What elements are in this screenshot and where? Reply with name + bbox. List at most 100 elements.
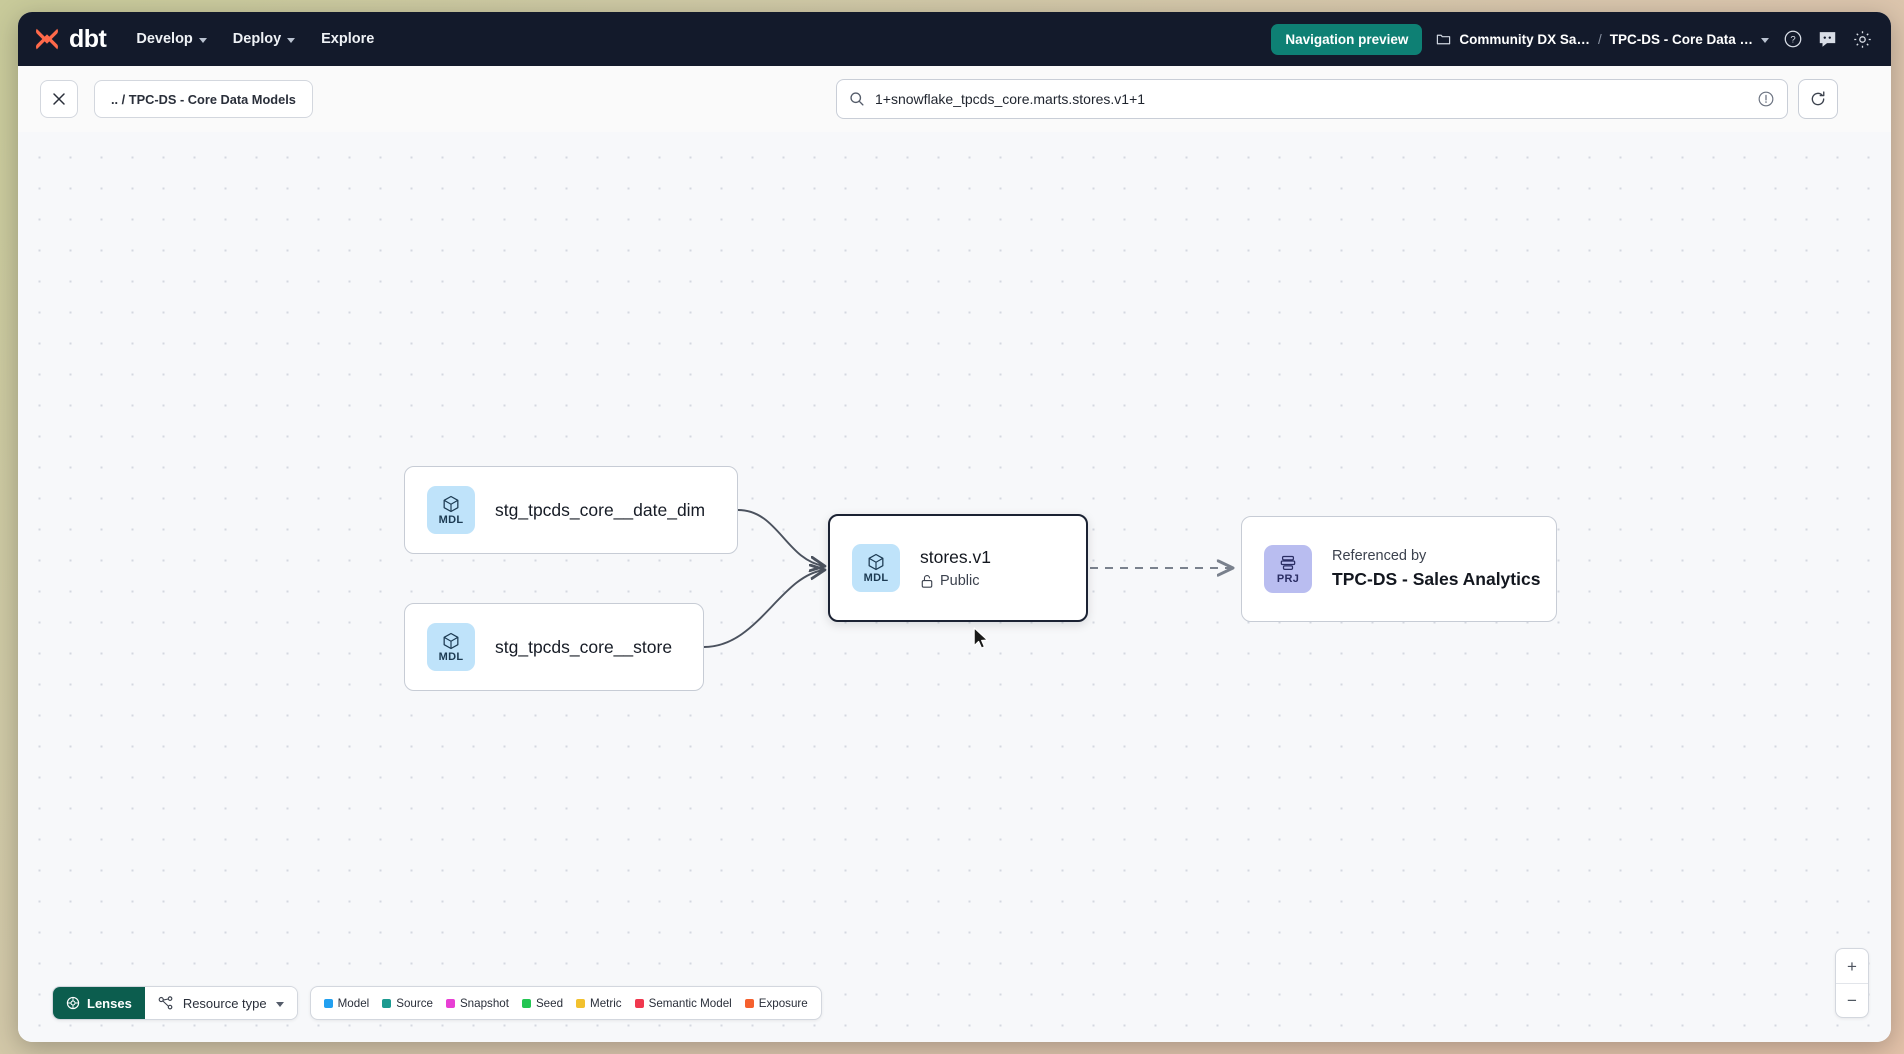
refresh-icon — [1811, 91, 1825, 106]
node-eyebrow: Referenced by — [1332, 548, 1427, 564]
app-window: dbt Develop Deploy Explore Navigation pr… — [18, 12, 1891, 1042]
navigation-preview-button[interactable]: Navigation preview — [1271, 23, 1423, 55]
lineage-toolbar: .. / TPC-DS - Core Data Models — [18, 66, 1891, 132]
legend-label: Source — [396, 996, 433, 1010]
legend-label: Semantic Model — [648, 996, 732, 1010]
legend-label: Snapshot — [459, 996, 509, 1010]
chevron-down-icon — [198, 37, 207, 43]
edge-date-dim-to-stores — [737, 509, 824, 566]
project-badge: PRJ — [1264, 545, 1312, 593]
zoom-in-button[interactable]: + — [1847, 956, 1857, 976]
legend-swatch — [382, 998, 392, 1008]
legend-item-exposure[interactable]: Exposure — [744, 996, 808, 1010]
refresh-button[interactable] — [1798, 79, 1838, 119]
edge-store-to-stores — [703, 570, 824, 648]
lenses-label: Lenses — [87, 995, 132, 1011]
graph-node-stg-store[interactable]: MDL stg_tpcds_core__store — [404, 603, 704, 691]
legend-swatch — [744, 998, 754, 1008]
legend-item-model[interactable]: Model — [323, 997, 369, 1010]
chevron-down-icon — [275, 1001, 284, 1007]
lens-control-group: Lenses Resource type — [52, 986, 298, 1020]
legend-swatch — [634, 998, 644, 1008]
zoom-controls: + − — [1835, 948, 1869, 1018]
node-title: stg_tpcds_core__store — [495, 636, 673, 657]
breadcrumb: Community DX Sa… / TPC-DS - Core Data … — [1436, 32, 1769, 47]
legend-swatch — [521, 998, 531, 1008]
legend-label: Metric — [590, 996, 622, 1010]
search-input[interactable] — [875, 91, 1747, 107]
primary-nav: Develop Deploy Explore — [136, 31, 374, 47]
node-access-row: Public — [920, 573, 991, 589]
resource-type-filter[interactable]: Resource type — [144, 987, 297, 1019]
top-navigation-bar: dbt Develop Deploy Explore Navigation pr… — [18, 12, 1891, 66]
nav-item-deploy[interactable]: Deploy — [232, 31, 296, 47]
search-area — [836, 79, 1838, 119]
legend-item-seed[interactable]: Seed — [521, 996, 564, 1010]
graph-node-sales-analytics-project[interactable]: PRJ Referenced by TPC-DS - Sales Analyti… — [1241, 516, 1557, 622]
dbt-logo[interactable]: dbt — [32, 24, 107, 54]
feedback-icon[interactable] — [1817, 29, 1838, 49]
nav-item-explore[interactable]: Explore — [321, 31, 374, 47]
legend-item-metric[interactable]: Metric — [576, 997, 622, 1010]
nav-label-deploy: Deploy — [232, 31, 282, 47]
help-icon[interactable]: ? — [1783, 29, 1803, 49]
node-title: TPC-DS - Sales Analytics — [1332, 569, 1541, 589]
nav-right-group: Navigation preview Community DX Sa… / TP… — [1271, 23, 1873, 55]
settings-icon[interactable] — [1852, 29, 1873, 50]
canvas-bottom-controls: Lenses Resource type Model — [52, 986, 822, 1020]
model-badge: MDL — [427, 486, 475, 534]
badge-label: MDL — [438, 514, 464, 526]
unlock-icon — [921, 574, 933, 588]
breadcrumb-project[interactable]: TPC-DS - Core Data … — [1609, 31, 1753, 47]
graph-node-stores-v1[interactable]: MDL stores.v1 Public — [828, 514, 1088, 622]
node-title: stores.v1 — [920, 547, 991, 567]
chevron-down-icon — [287, 37, 296, 43]
lineage-canvas[interactable]: MDL stg_tpcds_core__date_dim MDL stg_tpc… — [18, 132, 1891, 1042]
legend-item-source[interactable]: Source — [382, 997, 433, 1010]
lens-icon — [66, 996, 80, 1010]
lineage-edges — [703, 509, 1891, 648]
legend-label: Seed — [535, 996, 564, 1010]
node-access-label: Public — [940, 573, 980, 589]
dbt-x-icon — [36, 28, 58, 50]
breadcrumb-separator: / — [1597, 31, 1602, 47]
project-breadcrumb-chip[interactable]: .. / TPC-DS - Core Data Models — [94, 80, 313, 118]
legend-swatch — [576, 998, 586, 1008]
model-badge: MDL — [852, 544, 900, 592]
project-stack-icon — [1280, 555, 1296, 570]
folder-icon — [1437, 34, 1451, 44]
lineage-search-box[interactable] — [836, 79, 1788, 119]
model-badge: MDL — [427, 623, 475, 671]
svg-text:?: ? — [1790, 35, 1795, 46]
node-text-group: Referenced by TPC-DS - Sales Analytics — [1332, 548, 1540, 590]
node-title: stg_tpcds_core__date_dim — [495, 499, 706, 520]
nav-item-develop[interactable]: Develop — [136, 31, 207, 47]
lenses-button[interactable]: Lenses — [53, 987, 145, 1019]
nodes-icon — [158, 995, 173, 1009]
nav-label-develop: Develop — [136, 31, 193, 47]
resource-type-legend: Model Source Snapshot Seed Metric — [309, 986, 822, 1020]
chevron-down-icon[interactable] — [1761, 37, 1769, 43]
breadcrumb-account[interactable]: Community DX Sa… — [1459, 31, 1590, 47]
legend-label: Exposure — [758, 996, 808, 1010]
legend-item-snapshot[interactable]: Snapshot — [445, 996, 509, 1010]
close-lineage-button[interactable] — [40, 80, 78, 118]
badge-label: PRJ — [1276, 573, 1300, 585]
legend-swatch — [445, 998, 455, 1008]
legend-item-semantic-model[interactable]: Semantic Model — [634, 996, 732, 1010]
legend-swatch — [323, 998, 333, 1008]
resource-type-label: Resource type — [182, 995, 267, 1011]
badge-label: MDL — [438, 651, 464, 663]
cube-icon — [443, 632, 459, 650]
nav-label-explore: Explore — [321, 31, 375, 47]
cube-icon — [868, 553, 884, 571]
search-icon — [850, 92, 864, 106]
close-icon — [53, 93, 65, 105]
info-icon[interactable] — [1757, 90, 1775, 108]
graph-node-stg-date-dim[interactable]: MDL stg_tpcds_core__date_dim — [404, 466, 738, 554]
zoom-out-button[interactable]: − — [1836, 983, 1868, 1017]
cube-icon — [443, 495, 459, 513]
node-text-group: stores.v1 Public — [920, 547, 991, 589]
badge-label: MDL — [863, 572, 889, 584]
